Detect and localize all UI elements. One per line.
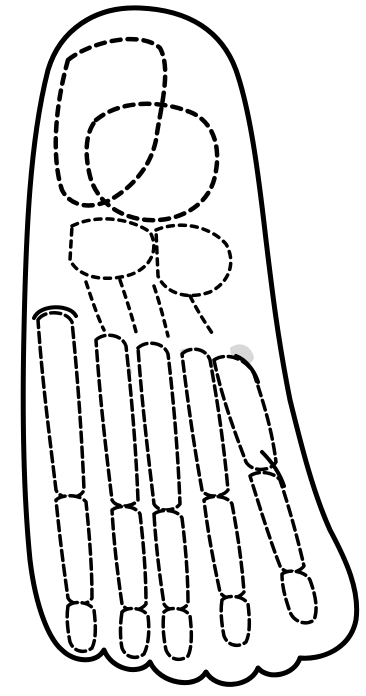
phalanx-4-distal bbox=[221, 597, 249, 646]
phalanx-2-distal bbox=[121, 609, 149, 658]
phalanx-3-distal bbox=[163, 609, 191, 660]
phalanx-1-distal bbox=[67, 603, 95, 652]
